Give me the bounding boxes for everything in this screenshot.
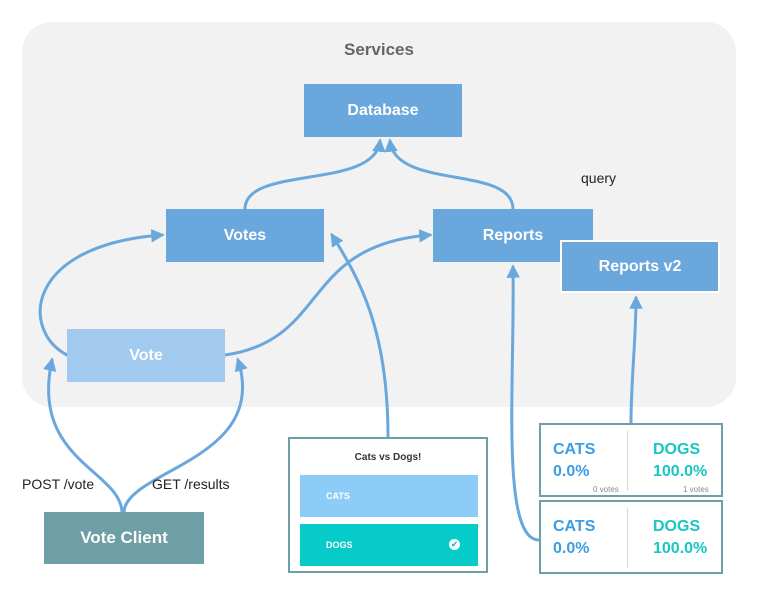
arrow-client-get-results [122,357,248,514]
arrow-results-to-reports [506,264,541,542]
vote-node: Vote [67,329,225,382]
arrow-widget-to-votes [330,232,390,439]
query-label: query [581,170,617,186]
check-icon: ✔ [449,539,460,550]
dogs-votes: 1 votes [683,485,709,494]
dogs-label: DOGS [653,441,701,458]
arrow-vote-to-votes [38,229,165,357]
vote-option-cats-label: CATS [326,491,350,501]
cats-label: CATS [553,518,596,535]
cats-percent: 0.0% [553,463,590,480]
card-divider [627,508,628,568]
dogs-label: DOGS [653,518,701,535]
arrow-reports-to-database [384,138,515,211]
services-title: Services [344,40,414,59]
results-card: CATS 0.0% DOGS 100.0% [539,500,723,574]
vote-option-cats[interactable]: CATS [300,475,478,517]
arrow-results-to-reports-v2 [629,295,643,425]
vote-client-node: Vote Client [44,512,204,564]
get-results-label: GET /results [152,476,230,492]
dogs-percent: 100.0% [653,540,708,557]
vote-widget: Cats vs Dogs! CATS DOGS ✔ [288,437,488,573]
card-divider [627,431,628,491]
dogs-percent: 100.0% [653,463,708,480]
results-card: CATS 0.0% 0 votes DOGS 100.0% 1 votes [539,423,723,497]
arrow-client-post-vote [43,357,124,514]
widget-title: Cats vs Dogs! [354,452,422,463]
votes-node: Votes [166,209,324,262]
vote-option-dogs[interactable]: DOGS ✔ [300,524,478,566]
cats-votes: 0 votes [593,485,619,494]
reports-v2-node: Reports v2 [560,240,720,293]
database-node: Database [304,84,462,137]
arrow-votes-to-database [243,138,386,211]
arrow-vote-to-reports [223,229,433,357]
vote-option-dogs-label: DOGS [326,540,353,550]
post-vote-label: POST /vote [22,476,95,492]
cats-label: CATS [553,441,596,458]
cats-percent: 0.0% [553,540,590,557]
